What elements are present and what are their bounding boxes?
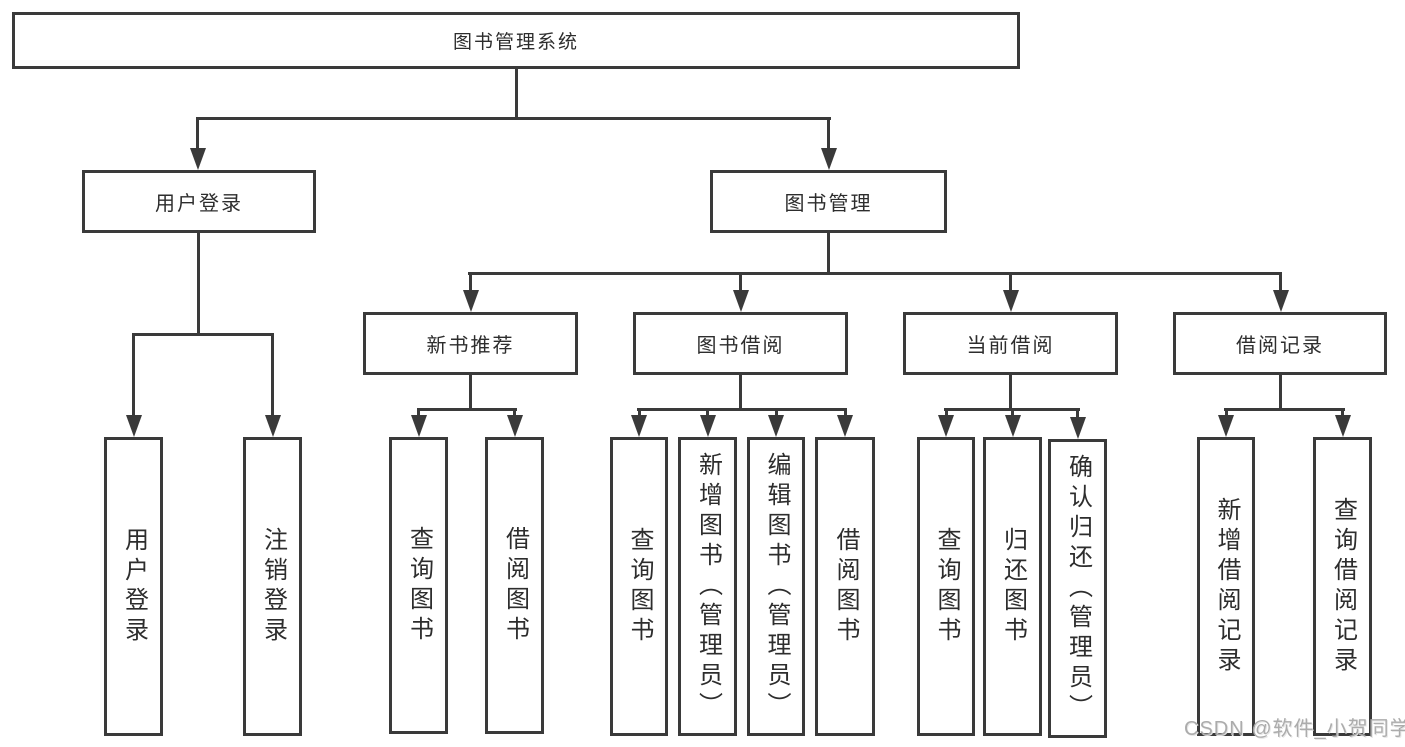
node-borrow-records-label: 借阅记录 — [1236, 335, 1324, 357]
connector-line — [638, 409, 641, 419]
connector-line — [827, 232, 830, 275]
node-root-system: 图书管理系统 — [12, 12, 1020, 69]
node-current-borrow-label: 当前借阅 — [966, 335, 1055, 357]
arrowhead-down-icon — [768, 415, 784, 437]
connector-line — [1224, 408, 1345, 411]
csdn-watermark: CSDN @软件_小贺同学 — [1184, 718, 1405, 740]
node-user-login-label: 用户登录 — [155, 193, 243, 215]
leaf-query-book-recommend: 查询图书 — [389, 437, 448, 734]
leaf-return-book-label: 归还图书 — [999, 526, 1027, 647]
node-borrow-records: 借阅记录 — [1173, 312, 1387, 375]
connector-line — [739, 374, 742, 410]
node-new-book-recommend: 新书推荐 — [363, 312, 578, 375]
arrowhead-down-icon — [1335, 415, 1351, 437]
arrowhead-down-icon — [1005, 415, 1021, 437]
leaf-query-borrow-record-label: 查询借阅记录 — [1329, 496, 1357, 677]
node-new-book-recommend-label: 新书推荐 — [426, 335, 515, 357]
leaf-query-borrow-record: 查询借阅记录 — [1313, 437, 1372, 736]
connector-line — [513, 409, 516, 419]
leaf-borrow-book-label: 借阅图书 — [832, 526, 859, 647]
connector-line — [196, 118, 199, 151]
arrowhead-down-icon — [1070, 417, 1086, 439]
connector-line — [1076, 409, 1079, 419]
node-book-management-label: 图书管理 — [784, 193, 873, 215]
arrowhead-down-icon — [938, 415, 954, 437]
connector-line — [271, 334, 274, 417]
arrowhead-down-icon — [411, 415, 427, 437]
connector-line — [417, 408, 517, 411]
connector-line — [132, 333, 274, 336]
arrowhead-down-icon — [1003, 290, 1019, 312]
connector-line — [197, 232, 200, 335]
arrowhead-down-icon — [821, 148, 837, 170]
connector-line — [945, 409, 948, 419]
arrowhead-down-icon — [700, 415, 716, 437]
connector-line — [468, 272, 1282, 275]
leaf-query-book-current-label: 查询图书 — [933, 526, 960, 647]
connector-line — [469, 273, 472, 293]
arrowhead-down-icon — [265, 415, 281, 437]
leaf-borrow-book-recommend-label: 借阅图书 — [501, 525, 529, 646]
leaf-logout-label: 注销登录 — [259, 526, 287, 647]
connector-line — [1279, 273, 1282, 293]
connector-line — [844, 409, 847, 419]
arrowhead-down-icon — [1273, 290, 1289, 312]
leaf-edit-book-admin: 编辑图书（管理员） — [747, 437, 805, 736]
leaf-query-book-borrow: 查询图书 — [610, 437, 668, 736]
node-book-management: 图书管理 — [710, 170, 947, 233]
arrowhead-down-icon — [1218, 415, 1234, 437]
connector-line — [775, 409, 778, 419]
leaf-add-borrow-record-label: 新增借阅记录 — [1213, 496, 1240, 677]
leaf-query-book-current: 查询图书 — [917, 437, 975, 736]
leaf-user-login-label: 用户登录 — [120, 526, 148, 647]
arrowhead-down-icon — [190, 148, 206, 170]
connector-line — [739, 273, 742, 293]
leaf-query-book-recommend-label: 查询图书 — [405, 525, 433, 646]
node-root-label: 图书管理系统 — [452, 32, 579, 53]
leaf-return-book: 归还图书 — [983, 437, 1042, 736]
connector-line — [196, 117, 831, 120]
connector-line — [515, 67, 518, 119]
leaf-user-login: 用户登录 — [104, 437, 163, 736]
leaf-add-book-admin-label: 新增图书（管理员） — [694, 451, 722, 722]
connector-line — [1009, 273, 1012, 293]
connector-line — [637, 408, 847, 411]
leaf-add-book-admin: 新增图书（管理员） — [678, 437, 737, 736]
node-current-borrow: 当前借阅 — [903, 312, 1118, 375]
arrowhead-down-icon — [463, 290, 479, 312]
leaf-add-borrow-record: 新增借阅记录 — [1197, 437, 1255, 736]
connector-line — [1341, 409, 1344, 419]
arrowhead-down-icon — [733, 290, 749, 312]
node-book-borrow: 图书借阅 — [633, 312, 848, 375]
connector-line — [827, 118, 830, 151]
leaf-borrow-book: 借阅图书 — [815, 437, 875, 736]
leaf-borrow-book-recommend: 借阅图书 — [485, 437, 544, 734]
connector-line — [469, 374, 472, 410]
arrowhead-down-icon — [631, 415, 647, 437]
leaf-confirm-return-admin-label: 确认归还（管理员） — [1064, 453, 1092, 724]
node-book-borrow-label: 图书借阅 — [696, 335, 785, 357]
connector-line — [1279, 374, 1282, 410]
arrowhead-down-icon — [507, 415, 523, 437]
arrowhead-down-icon — [837, 415, 853, 437]
node-user-login: 用户登录 — [82, 170, 316, 233]
connector-line — [417, 409, 420, 419]
arrowhead-down-icon — [126, 415, 142, 437]
leaf-logout: 注销登录 — [243, 437, 302, 736]
leaf-confirm-return-admin: 确认归还（管理员） — [1048, 439, 1107, 738]
leaf-edit-book-admin-label: 编辑图书（管理员） — [763, 451, 790, 722]
connector-line — [1009, 374, 1012, 410]
connector-line — [1011, 409, 1014, 419]
connector-line — [706, 409, 709, 419]
connector-line — [1225, 409, 1228, 419]
leaf-query-book-borrow-label: 查询图书 — [626, 526, 653, 647]
connector-line — [132, 334, 135, 417]
